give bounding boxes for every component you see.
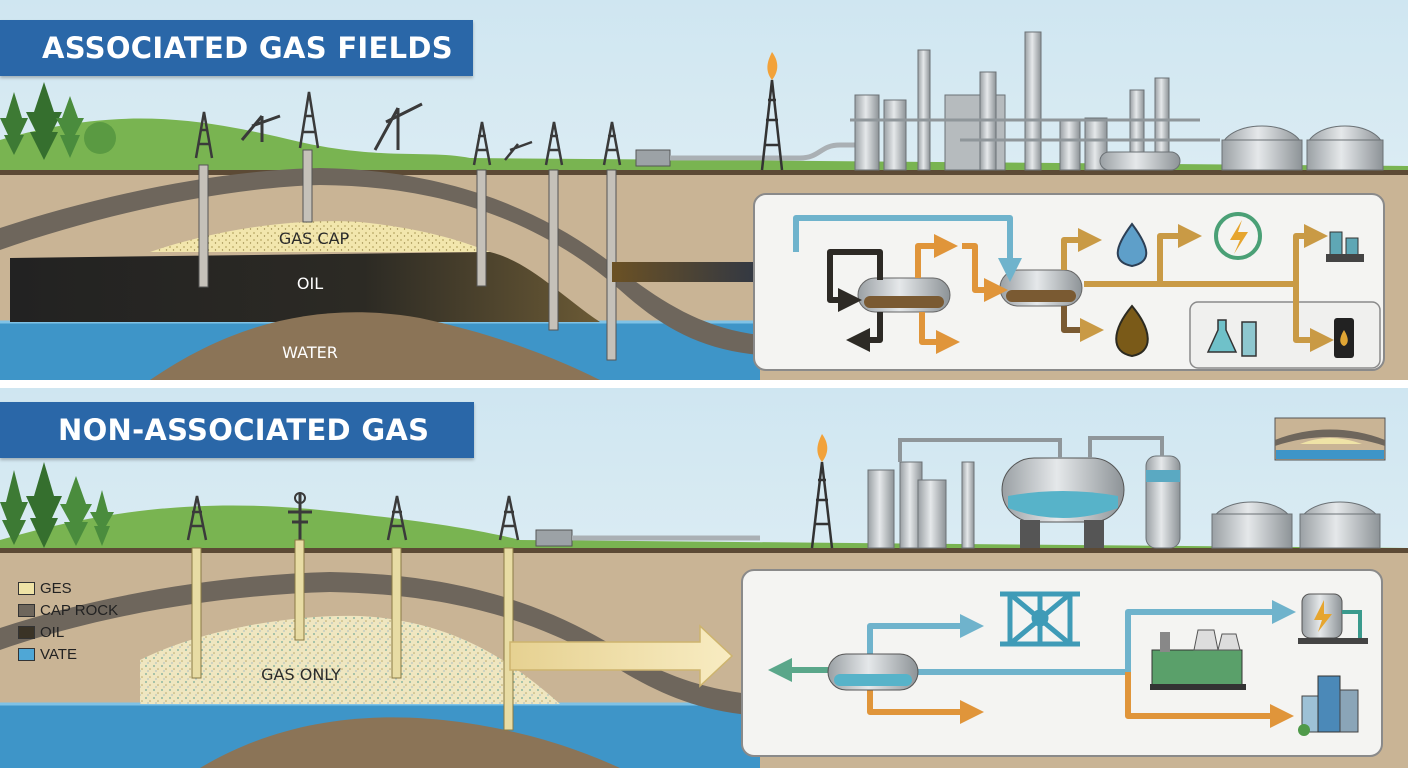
top-flow-arrow xyxy=(612,248,808,296)
lightning-icon xyxy=(1230,220,1248,254)
top-process-vessels xyxy=(857,269,1083,313)
legend-item-gas: GES xyxy=(18,577,118,599)
top-trees xyxy=(0,82,116,160)
bottom-surface-line xyxy=(0,548,1408,553)
top-bottom-mound xyxy=(150,312,600,380)
bottom-process-pipes xyxy=(768,600,1296,728)
bottom-title-banner: NON-ASSOCIATED GAS xyxy=(0,402,474,458)
bottom-bottom-mound xyxy=(200,717,620,768)
bottom-gas-plant xyxy=(867,436,1381,549)
power-plant-icon xyxy=(1150,629,1246,690)
top-panel: GAS CAP OIL WATER xyxy=(0,0,1408,380)
bottom-wellhead-unit xyxy=(535,529,573,547)
panel-divider xyxy=(0,380,1408,388)
legend-swatch-cap-rock xyxy=(18,603,35,617)
oil-label: OIL xyxy=(297,274,323,293)
legend-label: OIL xyxy=(40,623,65,641)
bottom-inset-cross-section xyxy=(1274,417,1386,461)
top-surface-equipment xyxy=(194,91,622,166)
top-gas-cap-layer xyxy=(150,221,490,252)
gas-only-label: GAS ONLY xyxy=(261,665,341,684)
water-label: WATER xyxy=(282,343,338,362)
bottom-well-pipes xyxy=(191,539,514,731)
bottom-process-icons xyxy=(827,591,1368,736)
top-flare-flame xyxy=(767,52,778,80)
legend-label: CAP ROCK xyxy=(40,601,119,619)
legend-item-oil: OIL xyxy=(18,621,118,643)
legend-item-cap-rock: CAP ROCK xyxy=(18,599,118,621)
city-buildings-icon xyxy=(1298,675,1359,736)
water-drop-icon xyxy=(1116,222,1148,268)
bottom-legend: GES CAP ROCK OIL VATE xyxy=(18,577,118,665)
legend-item-water: VATE xyxy=(18,643,118,665)
top-surface-pipeline xyxy=(670,142,860,161)
pipeline-network-icon xyxy=(1000,591,1080,647)
legend-label: GES xyxy=(40,579,72,597)
bottom-trees xyxy=(0,462,114,548)
energy-cycle-icon xyxy=(1214,212,1262,260)
top-oil-layer xyxy=(10,252,600,322)
top-grass xyxy=(0,118,1408,180)
bottom-gas-layer xyxy=(140,615,560,704)
top-refinery xyxy=(850,31,1384,171)
legend-label: VATE xyxy=(40,645,77,663)
legend-swatch-gas xyxy=(18,581,35,595)
gas-cap-label: GAS CAP xyxy=(279,229,350,248)
top-title-banner: ASSOCIATED GAS FIELDS xyxy=(0,20,473,76)
top-surface-line xyxy=(0,170,1408,175)
top-process-icons xyxy=(1115,212,1364,358)
bottom-flow-arrow xyxy=(509,624,734,688)
top-process-pipes xyxy=(793,215,1334,354)
legend-swatch-water xyxy=(18,647,35,661)
bottom-grass xyxy=(0,505,1408,560)
bottom-flare-flame xyxy=(817,434,828,462)
legend-swatch-oil xyxy=(18,625,35,639)
power-station-icon xyxy=(1298,593,1368,644)
bottom-panel: GAS ONLY xyxy=(0,388,1408,768)
oil-drop-icon xyxy=(1115,304,1149,358)
lab-flask-icon xyxy=(1206,319,1238,353)
top-well-pipes xyxy=(198,149,617,361)
top-wellhead-unit xyxy=(635,149,671,167)
bottom-surface-equipment xyxy=(186,492,520,541)
